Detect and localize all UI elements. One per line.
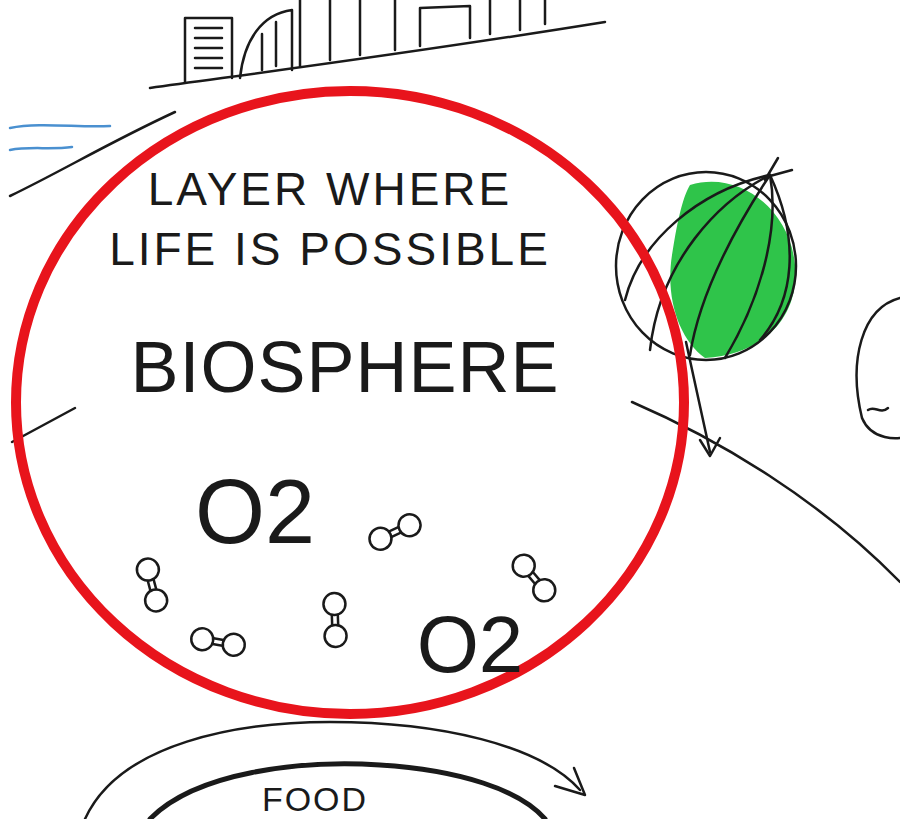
leaf: [868, 408, 888, 411]
oxygen-label: O2: [195, 467, 315, 557]
description-text: LAYER WHERE LIFE IS POSSIBLE: [100, 160, 560, 280]
food-label-area: FOOD: [200, 780, 430, 819]
title-text: BIOSPHERE: [65, 321, 625, 415]
water-lines: [10, 125, 110, 150]
food-text: FOOD: [205, 777, 425, 819]
circle-outline: [16, 91, 684, 714]
onion: [616, 158, 796, 456]
buildings: [150, 0, 605, 88]
oxygen-label: O2: [417, 605, 524, 685]
biosphere-circle: LAYER WHERE LIFE IS POSSIBLE BIOSPHERE: [10, 85, 690, 720]
leaf: [857, 298, 900, 438]
